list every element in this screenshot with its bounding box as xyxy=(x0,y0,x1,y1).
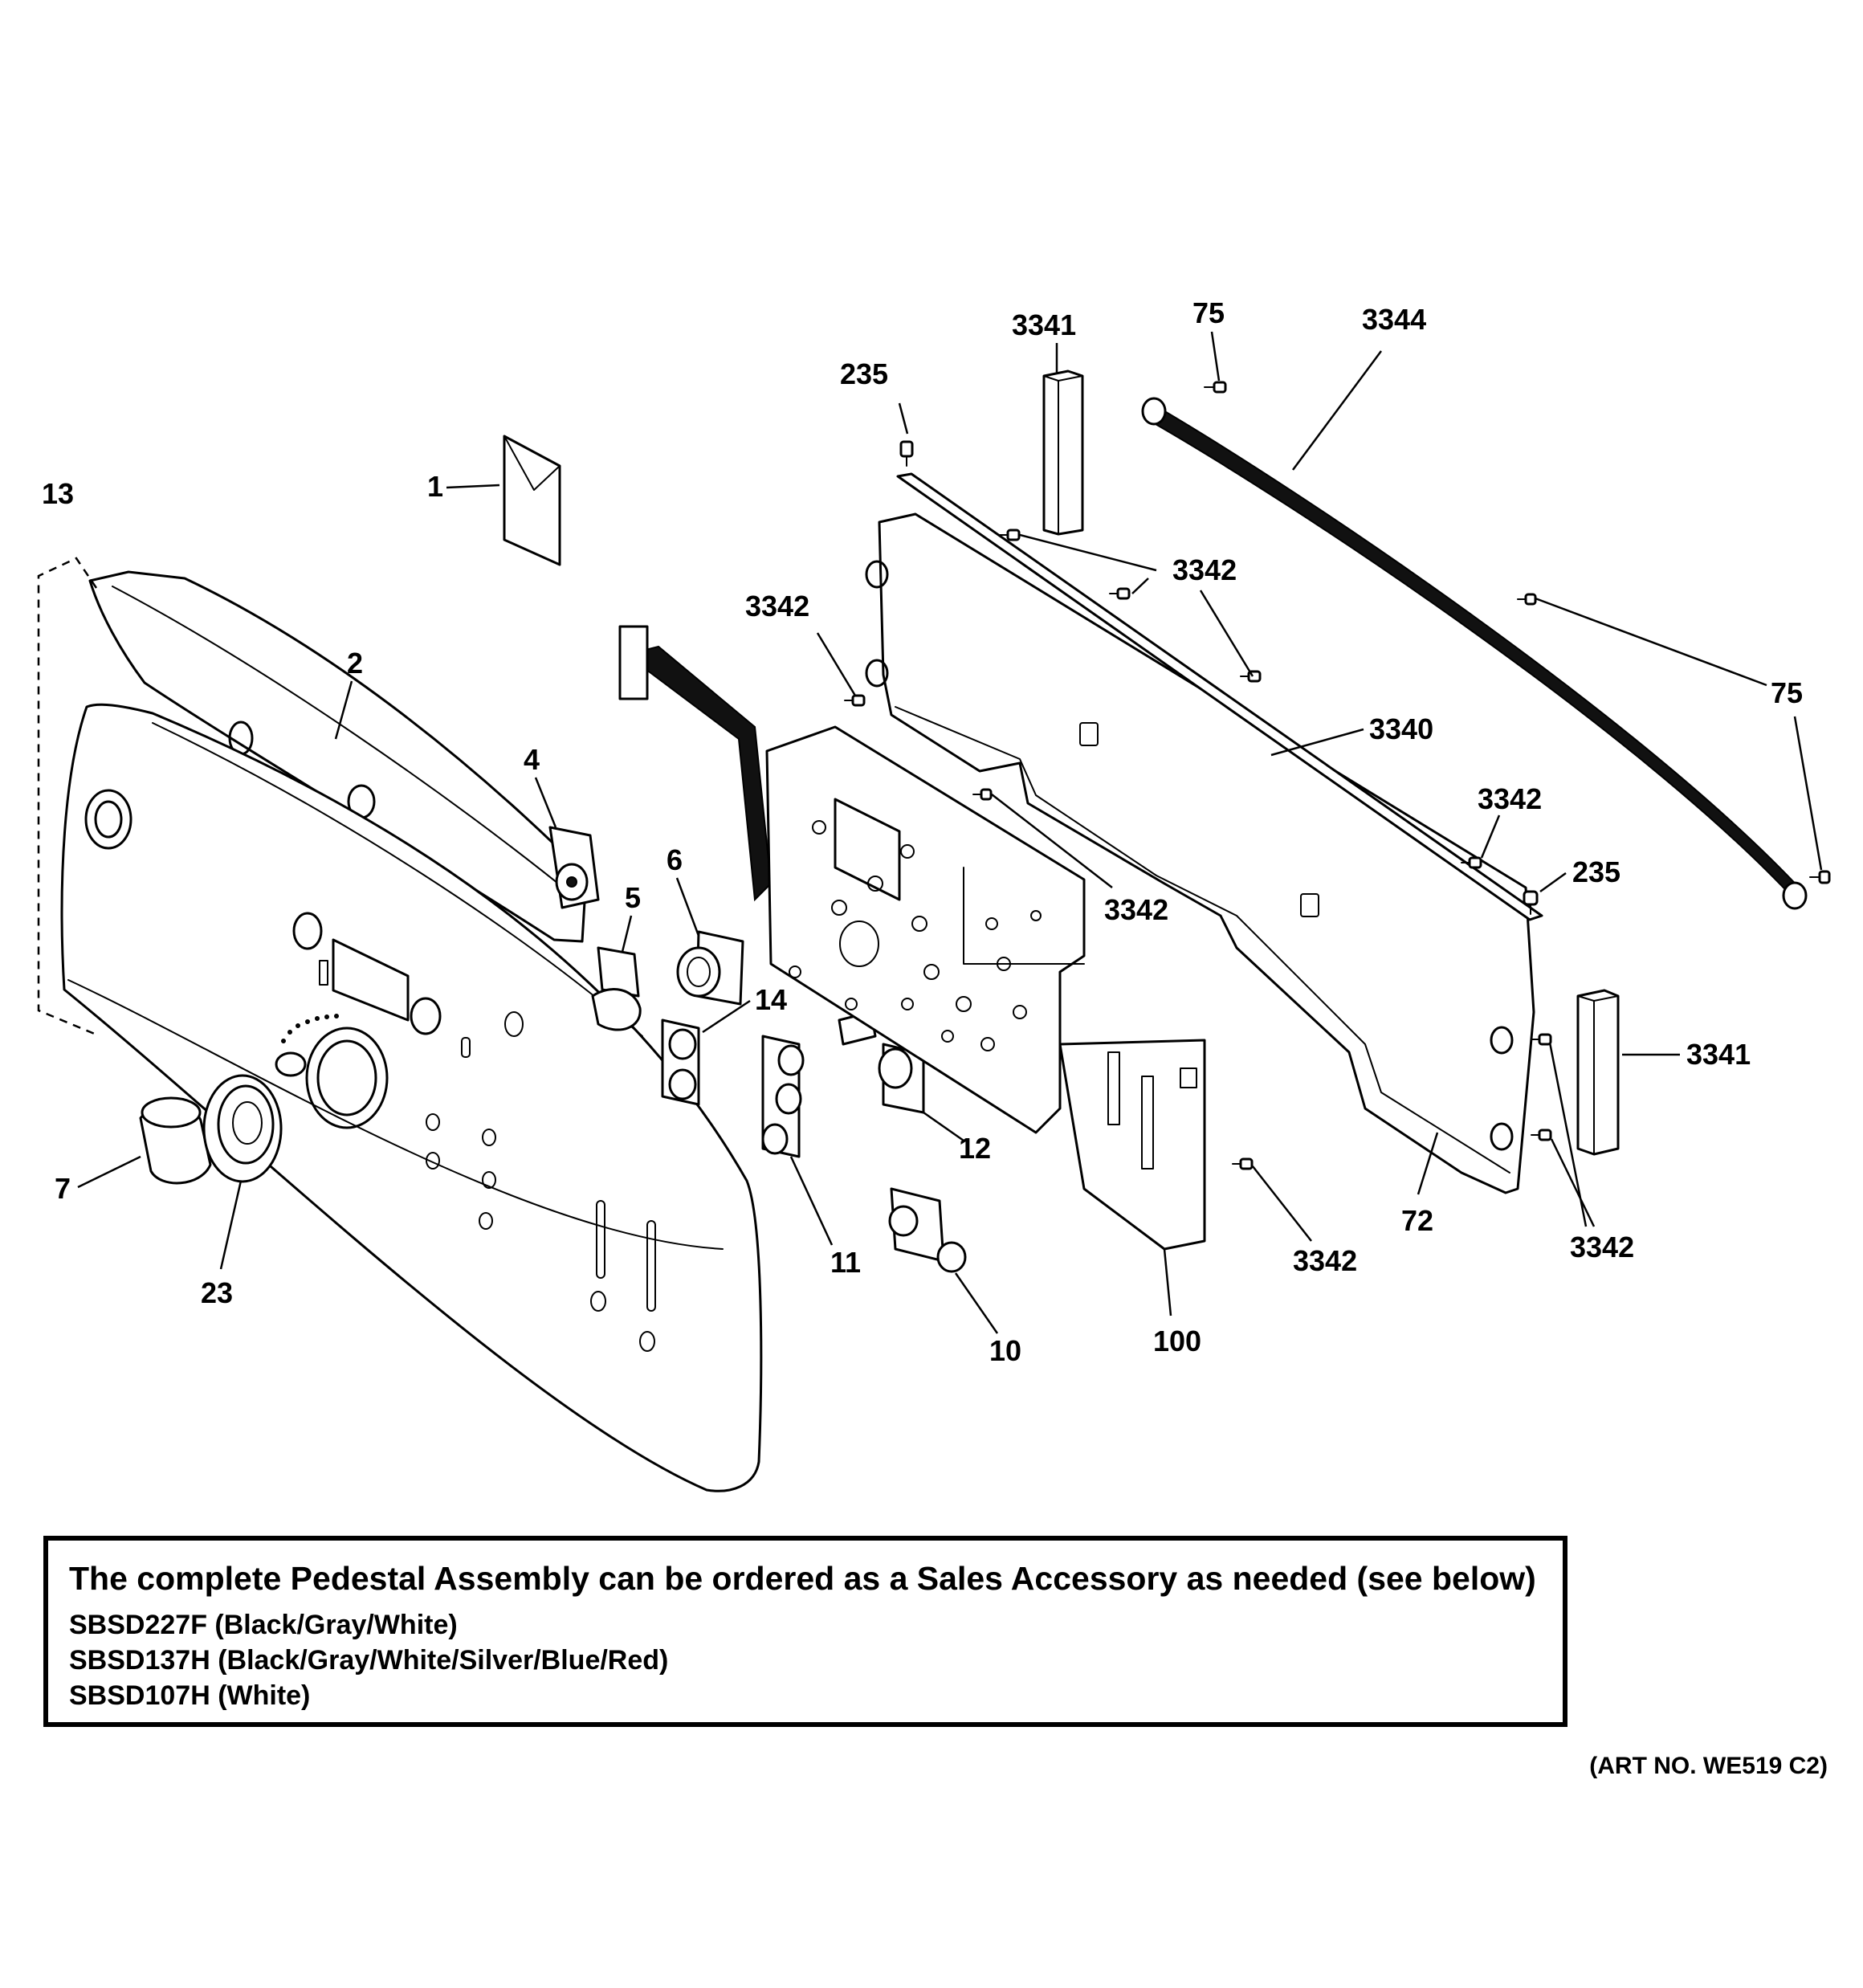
screw-3342-g xyxy=(1232,1157,1254,1170)
note-headline: The complete Pedestal Assembly can be or… xyxy=(69,1560,1536,1597)
callout-72: 72 xyxy=(1401,1204,1433,1237)
callout-3340: 3340 xyxy=(1369,712,1433,745)
callout-2: 2 xyxy=(347,647,363,680)
callout-labels: 1 2 4 5 6 7 10 11 12 13 14 23 72 75 75 1… xyxy=(42,296,1803,1367)
screw-3342-b xyxy=(1109,587,1131,600)
part-11-triple-button-switch xyxy=(761,1035,805,1158)
screw-3342-d xyxy=(844,694,866,707)
part-3341-foam-blocks xyxy=(1042,369,1620,1156)
callout-3341-right: 3341 xyxy=(1686,1038,1751,1071)
part-10-double-button-switch xyxy=(888,1187,967,1273)
callout-4: 4 xyxy=(524,743,540,776)
screw-235-right xyxy=(1523,890,1539,915)
callout-3342-c: 3342 xyxy=(1478,782,1542,815)
callout-14: 14 xyxy=(755,983,787,1016)
callout-235-right: 235 xyxy=(1572,855,1620,888)
callout-7: 7 xyxy=(55,1172,71,1205)
callout-75-right: 75 xyxy=(1771,676,1803,709)
screw-75-top xyxy=(1204,381,1227,394)
note-line-sbsd137h: SBSD137H (Black/Gray/White/Silver/Blue/R… xyxy=(69,1645,669,1676)
part-6-button-switch xyxy=(676,930,744,1006)
callout-13: 13 xyxy=(42,477,74,510)
part-3344-gasket xyxy=(1141,397,1808,910)
part-1-manual-envelope xyxy=(503,435,561,566)
callout-3341-top: 3341 xyxy=(1012,308,1076,341)
part-3340-trim-strip xyxy=(896,472,1543,921)
note-line-sbsd227f: SBSD227F (Black/Gray/White) xyxy=(69,1610,458,1640)
callout-23: 23 xyxy=(201,1276,233,1309)
callout-5: 5 xyxy=(625,881,641,914)
callout-235-top: 235 xyxy=(840,357,888,390)
callout-11: 11 xyxy=(830,1246,861,1279)
part-14-double-button-switch xyxy=(661,1018,700,1106)
callout-75-top: 75 xyxy=(1192,296,1225,329)
part-72-mounting-bracket xyxy=(865,512,1535,1194)
callout-3342-f: 3342 xyxy=(1570,1231,1634,1263)
callout-3342-b: 3342 xyxy=(745,590,809,623)
callout-10: 10 xyxy=(989,1334,1021,1367)
callout-6: 6 xyxy=(667,843,683,876)
screw-3342-e xyxy=(972,788,993,801)
pedestal-note-box: The complete Pedestal Assembly can be or… xyxy=(43,1536,1567,1727)
screw-75-mid xyxy=(1517,593,1537,606)
screw-3342-a xyxy=(999,529,1021,541)
callout-3342-a: 3342 xyxy=(1172,553,1237,586)
ribbon-cable xyxy=(618,625,773,902)
part-4-encoder xyxy=(548,826,600,909)
screw-75-right xyxy=(1809,870,1831,884)
note-line-sbsd107h: SBSD107H (White) xyxy=(69,1680,311,1711)
part-23-knob-bezel xyxy=(202,1074,283,1183)
screw-235-top xyxy=(899,440,914,467)
screws xyxy=(844,381,1831,1170)
leader-lines xyxy=(77,331,1823,1334)
callout-3342-d: 3342 xyxy=(1104,893,1168,926)
screw-3342-i xyxy=(1531,1129,1552,1141)
screw-3342-h xyxy=(1531,1033,1552,1046)
screw-3342-f xyxy=(1461,856,1482,869)
callout-1: 1 xyxy=(427,470,443,503)
part-7-knob xyxy=(139,1096,212,1185)
callout-12: 12 xyxy=(959,1132,991,1165)
part-100-control-board xyxy=(765,725,1206,1251)
art-number: (ART NO. WE519 C2) xyxy=(1589,1753,1828,1779)
callout-100: 100 xyxy=(1153,1325,1201,1357)
callout-3342-e: 3342 xyxy=(1293,1244,1357,1277)
part-5-switch xyxy=(591,946,642,1031)
part-13-group-bracket xyxy=(37,557,98,1036)
control-panel-console xyxy=(60,703,763,1492)
callout-3344: 3344 xyxy=(1362,303,1426,336)
